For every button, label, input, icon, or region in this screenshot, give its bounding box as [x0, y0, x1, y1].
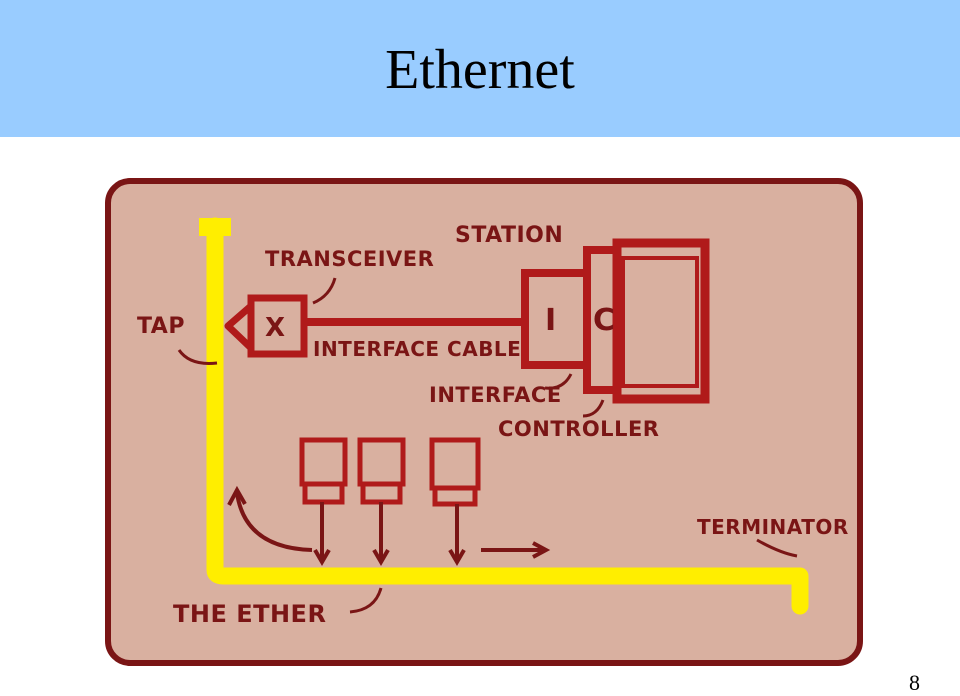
left-propagation-arrow [235, 492, 313, 552]
left-arrow-head [227, 485, 247, 506]
ether-cable [206, 217, 809, 615]
ether-pointer [349, 587, 383, 614]
title-bar [0, 0, 960, 137]
station-inner [621, 256, 699, 388]
small-station-2 [357, 437, 406, 566]
right-arrow-head [532, 541, 551, 559]
label-the-ether: THE ETHER [173, 600, 326, 628]
ethernet-diagram: STATION TRANSCEIVER TAP X INTERFACE CABL… [105, 178, 863, 666]
small-station-3 [429, 437, 481, 566]
ether-cable-top-cap [199, 218, 231, 236]
station-body [612, 238, 710, 404]
page-number: 8 [909, 670, 920, 695]
small-station-1 [299, 437, 348, 566]
interface-pointer [544, 373, 573, 390]
label-transceiver: TRANSCEIVER [265, 247, 434, 271]
label-station: STATION [455, 223, 563, 248]
transceiver-pointer [312, 277, 337, 305]
label-i: I [545, 303, 557, 338]
tap-pointer [177, 349, 218, 365]
label-interface-cable: INTERFACE CABLE [313, 337, 521, 361]
label-tap: TAP [137, 314, 185, 339]
controller-pointer [582, 399, 605, 418]
slide-title: Ethernet [385, 39, 575, 101]
label-terminator: TERMINATOR [697, 515, 849, 539]
terminator-pointer [756, 538, 798, 558]
label-c: C [593, 303, 616, 338]
label-x: X [265, 313, 286, 343]
label-interface-controller-1: INTERFACE [429, 383, 562, 407]
label-interface-controller-2: CONTROLLER [498, 417, 659, 441]
